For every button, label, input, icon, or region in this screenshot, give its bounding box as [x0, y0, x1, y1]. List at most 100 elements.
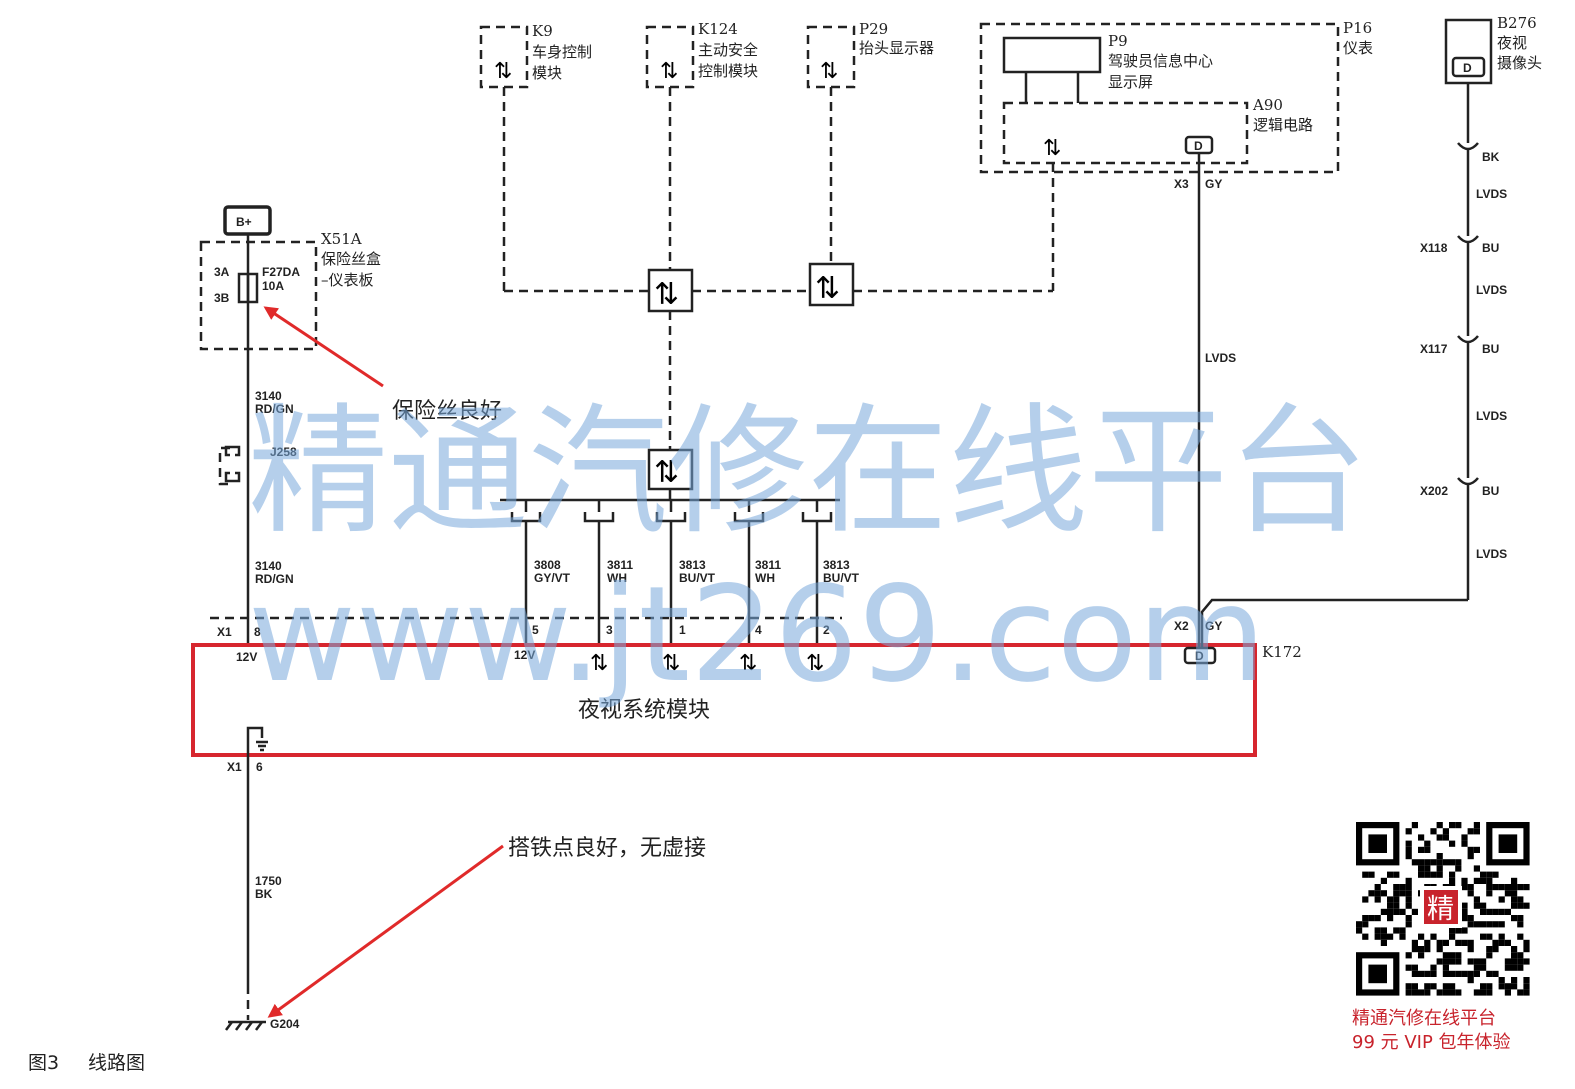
k172-id: K172 [1262, 643, 1302, 661]
p29-module: ⇅ P29 抬头显示器 [806, 20, 934, 89]
svg-text:LVDS: LVDS [1476, 547, 1507, 561]
k172-highlight-box [191, 643, 1257, 757]
svg-text:X117: X117 [1420, 342, 1448, 356]
d-connector-icon [1451, 56, 1486, 78]
watermark-line1: 精通汽修在线平台 [248, 391, 1368, 554]
ground-ok-note: 搭铁点良好，无虚接 [508, 836, 706, 861]
k172-module: K172 夜视系统模块 X1 8 12V 5 12V 3 1 4 2 ⇅ ⇅ ⇅… [191, 558, 1302, 774]
svg-text:3808: 3808 [534, 558, 561, 572]
svg-text:LVDS: LVDS [1476, 409, 1507, 423]
svg-text:GY: GY [1205, 177, 1222, 191]
k172-name: 夜视系统模块 [578, 698, 710, 723]
b276-name-2: 摄像头 [1497, 54, 1542, 72]
fuse-ok-note: 保险丝良好 [392, 399, 502, 424]
svg-text:3811: 3811 [607, 558, 633, 572]
svg-text:3813: 3813 [823, 558, 850, 572]
p29-id: P29 [859, 20, 888, 38]
svg-text:D: D [1463, 61, 1472, 75]
p9-name-1: 驾驶员信息中心 [1108, 52, 1213, 70]
a90-id: A90 [1252, 96, 1283, 114]
bidir-arrow-icon: ⇅ [820, 59, 838, 84]
svg-text:3811: 3811 [755, 558, 781, 572]
promo-line2: 99 元 VIP 包年体验 [1352, 1032, 1511, 1053]
ground-symbol-icon [225, 1021, 263, 1031]
x51a-name-1: 保险丝盒 [321, 250, 381, 268]
svg-text:3A: 3A [214, 265, 230, 279]
svg-text:X202: X202 [1420, 484, 1448, 498]
svg-text:X118: X118 [1420, 241, 1448, 255]
x51a-id: X51A [321, 230, 362, 248]
k124-name-2: 控制模块 [698, 62, 758, 80]
power-feed: B+ 3A 3B F27DA 10A X51A 保险丝盒 –仪表板 3140 R… [199, 205, 381, 645]
k124-name-1: 主动安全 [698, 41, 758, 59]
g204-id: G204 [270, 1017, 300, 1031]
k124-id: K124 [698, 20, 738, 38]
bidir-arrow-icon: ⇅ [1043, 136, 1061, 161]
p9-display [1002, 36, 1102, 74]
bidir-arrow-icon: ⇅ [654, 455, 679, 490]
svg-text:12V: 12V [514, 648, 535, 662]
svg-text:GY: GY [1205, 619, 1222, 633]
x51a-name-2: –仪表板 [321, 271, 374, 289]
svg-text:X3: X3 [1174, 177, 1189, 191]
svg-text:BU: BU [1482, 241, 1499, 255]
svg-text:D: D [1195, 649, 1204, 663]
svg-text:LVDS: LVDS [1205, 351, 1236, 365]
svg-text:BU: BU [1482, 342, 1499, 356]
svg-text:2: 2 [823, 623, 830, 637]
figure-caption: 图3 线路图 [28, 1052, 145, 1074]
p9-name-2: 显示屏 [1108, 73, 1153, 91]
svg-text:F27DA: F27DA [262, 265, 300, 279]
k9-name-2: 模块 [532, 64, 562, 82]
p16-name: 仪表 [1343, 39, 1373, 57]
bidir-arrow-icon: ⇅ [494, 59, 512, 84]
splice-pack-2 [808, 262, 855, 307]
svg-text:3B: 3B [214, 291, 230, 305]
j258-id: J258 [270, 445, 297, 459]
svg-text:X2: X2 [1174, 619, 1189, 633]
b276-name-1: 夜视 [1497, 34, 1527, 52]
p16-id: P16 [1343, 19, 1372, 37]
svg-text:12V: 12V [236, 650, 257, 664]
watermark-line2: www.jt269.com [248, 558, 1266, 712]
svg-text:WH: WH [755, 571, 775, 585]
k124-module: ⇅ K124 主动安全 控制模块 [645, 20, 758, 89]
svg-text:6: 6 [256, 760, 263, 774]
ground-circuit: 1750 BK G204 [225, 755, 300, 1031]
svg-text:3140: 3140 [255, 559, 282, 573]
svg-text:10A: 10A [262, 279, 284, 293]
bidir-arrow-icon: ⇅ [654, 277, 679, 312]
k9-id: K9 [532, 22, 553, 40]
svg-text:3140: 3140 [255, 389, 282, 403]
svg-text:X1: X1 [227, 760, 242, 774]
svg-text:RD/GN: RD/GN [255, 402, 294, 416]
bidir-arrow-icon: ⇅ [590, 651, 608, 676]
watermark: 精通汽修在线平台 www.jt269.com [248, 391, 1368, 712]
svg-text:8: 8 [254, 625, 261, 639]
b276-id: B276 [1497, 14, 1537, 32]
svg-text:BU/VT: BU/VT [679, 571, 716, 585]
svg-text:5: 5 [532, 623, 539, 637]
svg-text:BK: BK [1482, 150, 1500, 164]
p9-id: P9 [1108, 32, 1128, 50]
annotations: 保险丝良好 搭铁点良好，无虚接 [263, 306, 706, 1018]
p16-cluster: P16 仪表 P9 驾驶员信息中心 显示屏 A90 逻辑电路 ⇅ D [979, 19, 1373, 174]
bidir-arrow-icon: ⇅ [660, 59, 678, 84]
bidir-arrow-icon: ⇅ [662, 651, 680, 676]
lvds-p16: X3 GY LVDS [1174, 153, 1236, 648]
svg-text:WH: WH [607, 571, 627, 585]
svg-text:RD/GN: RD/GN [255, 572, 294, 586]
svg-text:4: 4 [755, 623, 762, 637]
serial-data-bus: ⇅ ⇅ ⇅ [500, 87, 1055, 645]
a90-logic [1002, 101, 1249, 165]
battery-label: B+ [236, 215, 252, 229]
svg-text:3813: 3813 [679, 558, 706, 572]
bidir-arrow-icon: ⇅ [815, 271, 840, 306]
svg-text:BK: BK [255, 887, 273, 901]
p29-name: 抬头显示器 [859, 39, 934, 57]
caption-fig: 图3 [28, 1052, 59, 1074]
k9-name-1: 车身控制 [532, 43, 592, 61]
splice-pack-1 [647, 268, 694, 313]
qr-center-char: 精 [1427, 894, 1454, 925]
svg-text:LVDS: LVDS [1476, 187, 1507, 201]
